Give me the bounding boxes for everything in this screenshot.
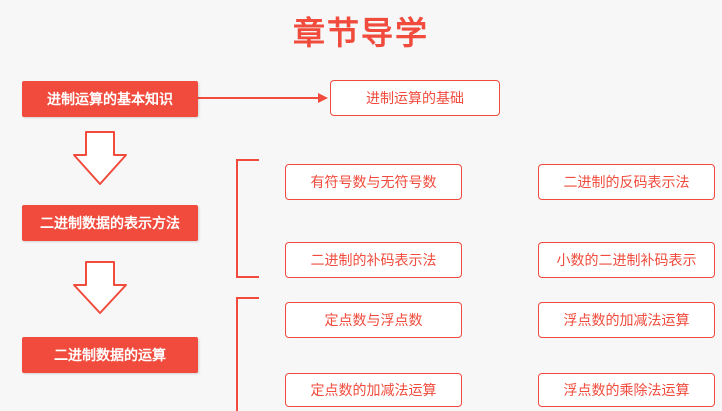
slide-title: 章节导学 [292, 14, 429, 52]
subtopic-ones-complement: 二进制的反码表示法 [538, 164, 715, 200]
subtopic-fixed-addsub: 定点数的加减法运算 [285, 373, 462, 407]
subtopic-fraction-complement: 小数的二进制补码表示 [538, 242, 715, 278]
down-arrow-icon [73, 261, 127, 314]
subtopic-float-addsub: 浮点数的加减法运算 [538, 302, 715, 338]
subtopic-signed-unsigned: 有符号数与无符号数 [285, 164, 462, 200]
topic-representation: 二进制数据的表示方法 [22, 205, 198, 241]
topic-operations: 二进制数据的运算 [22, 337, 198, 373]
group-bracket-representation [236, 159, 259, 278]
subtopic-fixed-float: 定点数与浮点数 [285, 302, 462, 338]
subtopic-twos-complement: 二进制的补码表示法 [285, 242, 462, 278]
group-bracket-operations [236, 297, 259, 411]
topic-basics: 进制运算的基本知识 [22, 81, 198, 117]
connector-arrow-head [318, 93, 328, 103]
down-arrow-icon [73, 131, 127, 185]
subtopic-float-muldiv: 浮点数的乘除法运算 [538, 373, 715, 407]
subtopic-basics: 进制运算的基础 [330, 80, 500, 116]
